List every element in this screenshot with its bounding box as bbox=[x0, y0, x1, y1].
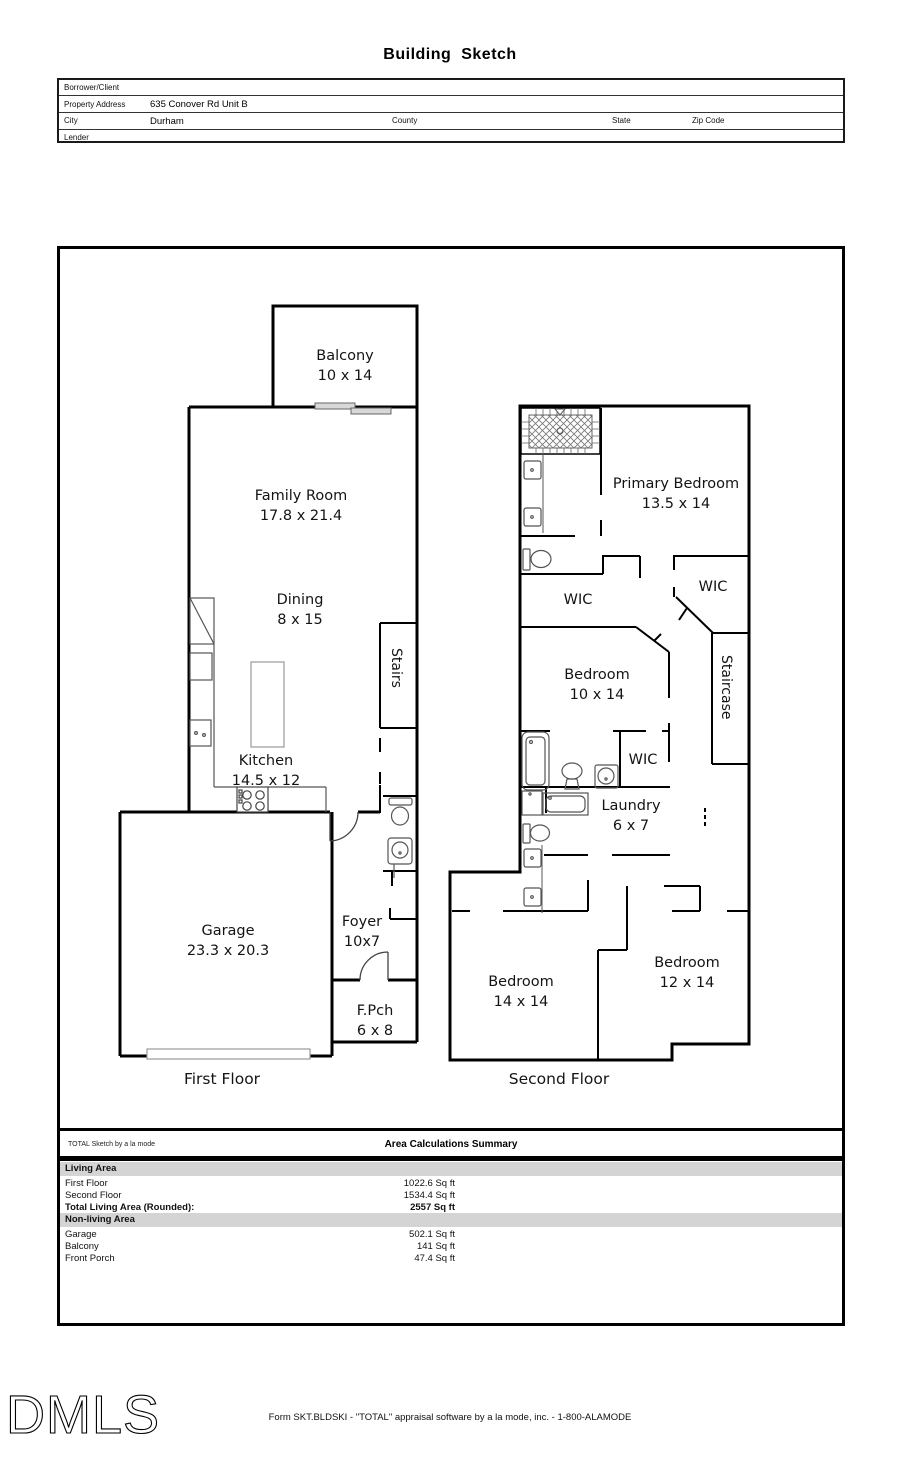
summary-row-second-floor: Second Floor 1534.4 Sq ft bbox=[65, 1190, 455, 1201]
property-address-value: 635 Conover Rd Unit B bbox=[150, 99, 248, 110]
room-label-wic-primary: WIC bbox=[563, 592, 593, 608]
lender-label: Lender bbox=[64, 133, 89, 142]
state-label: State bbox=[612, 116, 631, 125]
city-label: City bbox=[64, 116, 78, 125]
city-value: Durham bbox=[150, 116, 184, 127]
room-label-front-porch: F.Pch 6 x 8 bbox=[356, 1003, 394, 1039]
room-label-bedroom-12x14: Bedroom 12 x 14 bbox=[654, 955, 720, 991]
room-label-bedroom-10x14: Bedroom 10 x 14 bbox=[564, 667, 630, 703]
room-label-foyer: Foyer 10x7 bbox=[341, 914, 383, 950]
sketch-border bbox=[57, 246, 845, 1326]
property-address-label: Property Address bbox=[64, 100, 126, 109]
room-label-wic-small: WIC bbox=[628, 752, 658, 768]
summary-row-front-porch: Front Porch 47.4 Sq ft bbox=[65, 1253, 455, 1264]
summary-row-total-living: Total Living Area (Rounded): 2557 Sq ft bbox=[65, 1202, 455, 1213]
room-label-kitchen: Kitchen 14.5 x 12 bbox=[231, 753, 301, 789]
summary-row-balcony: Balcony 141 Sq ft bbox=[65, 1241, 455, 1252]
table-rule bbox=[59, 129, 843, 130]
room-label-dining: Dining 8 x 15 bbox=[276, 592, 324, 628]
nonliving-area-header: Non-living Area bbox=[60, 1213, 842, 1227]
form-footer-line: Form SKT.BLDSKI - "TOTAL" appraisal soft… bbox=[268, 1412, 632, 1423]
summary-row-garage: Garage 502.1 Sq ft bbox=[65, 1229, 455, 1240]
svg-text:DMLS: DMLS bbox=[6, 1385, 160, 1445]
second-floor-caption: Second Floor bbox=[508, 1070, 610, 1088]
summary-top-rule bbox=[60, 1128, 842, 1131]
table-rule bbox=[59, 112, 843, 113]
room-label-bedroom-14x14: Bedroom 14 x 14 bbox=[488, 974, 554, 1010]
summary-title: Area Calculations Summary bbox=[384, 1139, 518, 1150]
page-title: Building Sketch bbox=[383, 46, 517, 63]
summary-row-first-floor: First Floor 1022.6 Sq ft bbox=[65, 1178, 455, 1189]
room-label-garage: Garage 23.3 x 20.3 bbox=[186, 923, 270, 959]
room-label-staircase: Staircase bbox=[718, 655, 734, 720]
county-label: County bbox=[392, 116, 418, 125]
borrower-label: Borrower/Client bbox=[64, 83, 120, 92]
room-label-balcony: Balcony 10 x 14 bbox=[316, 348, 374, 384]
zip-label: Zip Code bbox=[692, 116, 725, 125]
total-sketch-watermark: TOTAL Sketch by a la mode bbox=[68, 1141, 156, 1148]
dmls-logo: DMLS bbox=[5, 1384, 160, 1445]
room-label-primary-bedroom: Primary Bedroom 13.5 x 14 bbox=[612, 476, 740, 512]
room-label-stairs: Stairs bbox=[388, 648, 404, 688]
property-info-table: Borrower/Client Property Address 635 Con… bbox=[57, 78, 845, 143]
table-rule bbox=[59, 95, 843, 96]
summary-thick-rule bbox=[60, 1156, 842, 1161]
first-floor-caption: First Floor bbox=[183, 1070, 261, 1088]
room-label-laundry: Laundry 6 x 7 bbox=[601, 798, 661, 834]
room-label-wic-right: WIC bbox=[698, 579, 728, 595]
room-label-family-room: Family Room 17.8 x 21.4 bbox=[254, 488, 348, 524]
living-area-header: Living Area bbox=[60, 1162, 842, 1176]
